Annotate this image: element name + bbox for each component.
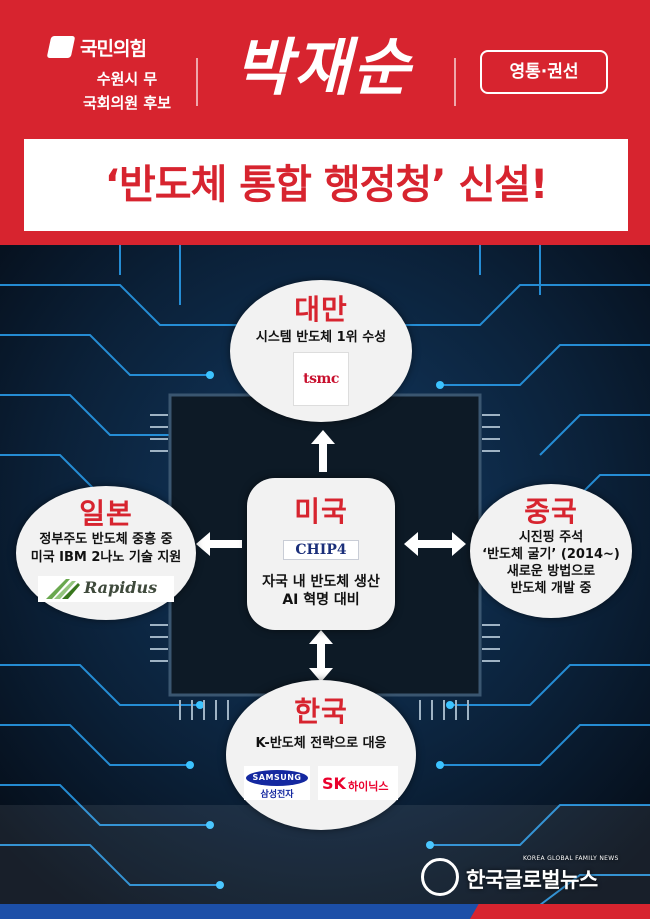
party-logo-icon [46,36,76,58]
slogan-banner: ‘반도체 통합 행정청’ 신설! [24,139,628,231]
china-title: 중국 [524,495,578,528]
divider [196,58,198,106]
china-bubble: 중국 시진핑 주석 ‘반도체 굴기’ (2014~) 새로운 방법으로 반도체 … [470,484,632,618]
taiwan-text: 시스템 반도체 1위 수성 [255,330,387,345]
tsmc-logo: tsmc [293,352,349,406]
double-arrow-vertical-icon [309,630,333,682]
japan-title: 일본 [79,497,133,530]
korea-text: K-반도체 전략으로 대응 [255,736,387,751]
china-text-line1: 시진핑 주석 [518,530,584,545]
korea-title: 한국 [294,695,348,728]
chip4-logo: CHIP4 [283,540,359,560]
japan-text-line1: 정부주도 반도체 중흥 중 [39,532,173,547]
china-text-line3: 새로운 방법으로 [506,564,596,579]
candidate-name: 박재순 [234,31,412,104]
taiwan-bubble: 대만 시스템 반도체 1위 수성 tsmc [230,280,412,422]
usa-title: 미국 [294,495,348,528]
china-text-line2: ‘반도체 굴기’ (2014~) [482,547,620,562]
watermark-text: 한국글로벌뉴스 [466,868,598,892]
candidate-role-label: 국회의원 후보 [82,94,172,112]
taiwan-title: 대만 [294,293,348,326]
slogan-text: ‘반도체 통합 행정청’ 신설! [104,162,548,208]
sk-hynix-logo: SK 하이닉스 [318,766,398,800]
rapidus-mark-icon [46,579,80,599]
rapidus-logo: Rapidus [38,576,174,602]
arrow-left-icon [196,532,242,556]
campaign-header: 국민의힘 수원시 무 국회의원 후보 박재순 영통·권선 ‘반도체 통합 행정청… [0,0,650,245]
arrow-up-icon [311,430,335,472]
usa-text-line1: 자국 내 반도체 생산 [262,574,380,590]
watermark-small-text: KOREA GLOBAL FAMILY NEWS [523,855,619,862]
korea-bubble: 한국 K-반도체 전략으로 대응 SAMSUNG 삼성전자 SK 하이닉스 [226,680,416,830]
japan-bubble: 일본 정부주도 반도체 중흥 중 미국 IBM 2나노 기술 지원 Rapidu… [16,486,196,620]
usa-box: 미국 CHIP4 자국 내 반도체 생산 AI 혁명 대비 [247,478,395,630]
district-label: 수원시 무 [96,70,158,88]
party-name: 국민의힘 [80,38,147,60]
samsung-logo: SAMSUNG 삼성전자 [244,766,310,800]
usa-text-line2: AI 혁명 대비 [282,592,360,608]
china-text-line4: 반도체 개발 중 [510,581,592,596]
globe-icon [421,858,459,896]
double-arrow-horizontal-icon [404,532,466,556]
bottom-bar-accent [470,904,650,919]
region-badge: 영통·권선 [480,50,608,94]
japan-text-line2: 미국 IBM 2나노 기술 지원 [30,550,182,565]
divider [454,58,456,106]
